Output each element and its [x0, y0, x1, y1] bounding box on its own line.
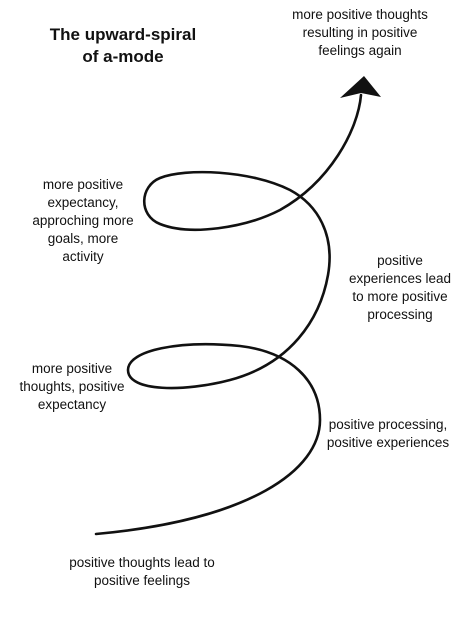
label-upper-left: more positive expectancy, approching mor… [32, 177, 134, 264]
label-top: more positive thoughts resulting in posi… [292, 7, 428, 58]
spiral-path [94, 93, 363, 536]
label-right-upper: positive experiences lead to more positi… [348, 253, 452, 322]
label-right-lower: positive processing, positive experience… [326, 417, 450, 450]
arrowhead-icon [340, 76, 381, 98]
label-left-middle: more positive thoughts, positive expecta… [19, 361, 125, 412]
diagram-title: The upward-spiral of a-mode [49, 25, 197, 66]
label-bottom: positive thoughts lead to positive feeli… [69, 555, 215, 588]
